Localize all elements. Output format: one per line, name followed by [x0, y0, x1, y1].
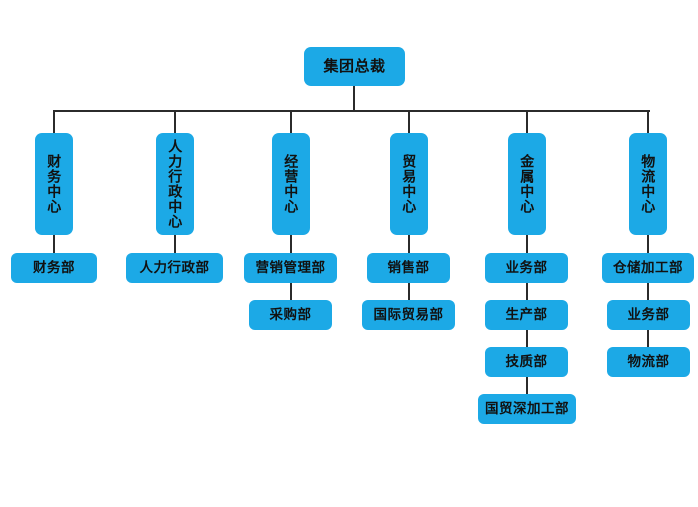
node-label: 财务中心	[46, 154, 63, 214]
node-label: 物流部	[627, 354, 670, 370]
node-label: 财务部	[33, 260, 75, 276]
node-label: 经营中心	[283, 154, 300, 214]
node-label: 人力行政部	[139, 260, 210, 276]
connector-dept-4-0-to-4-1	[526, 283, 528, 301]
connector-bus-to-center-2	[290, 110, 292, 135]
node-label: 人力行政中心	[167, 139, 184, 229]
connector-bus-to-center-0	[53, 110, 55, 135]
node-label: 金属中心	[519, 154, 536, 214]
node-metal-center[interactable]: 金属中心	[508, 133, 546, 235]
node-sales-department[interactable]: 销售部	[367, 253, 450, 283]
node-trade-center[interactable]: 贸易中心	[390, 133, 428, 235]
connector-center-1-to-dept	[174, 232, 176, 254]
node-group-president[interactable]: 集团总裁	[304, 47, 405, 86]
connector-dept-4-2-to-4-3	[526, 377, 528, 395]
connector-dept-4-1-to-4-2	[526, 330, 528, 348]
node-hr-admin-center[interactable]: 人力行政中心	[156, 133, 194, 235]
connector-center-3-to-dept	[408, 232, 410, 254]
node-label: 营销管理部	[255, 260, 326, 276]
node-label: 国贸深加工部	[485, 401, 569, 417]
connector-center-0-to-dept	[53, 232, 55, 254]
node-label: 国际贸易部	[373, 307, 444, 323]
connector-bus-to-center-3	[408, 110, 410, 135]
node-label: 业务部	[505, 260, 548, 276]
connector-bus-to-center-1	[174, 110, 176, 135]
connector-dept-3-0-to-3-1	[408, 283, 410, 301]
connector-bus-to-center-4	[526, 110, 528, 135]
node-finance-center[interactable]: 财务中心	[35, 133, 73, 235]
node-marketing-management-department[interactable]: 营销管理部	[244, 253, 337, 283]
node-label: 生产部	[505, 307, 548, 323]
node-intl-trade-deep-processing-department[interactable]: 国贸深加工部	[478, 394, 576, 424]
node-logistics-department[interactable]: 物流部	[607, 347, 690, 377]
connector-dept-5-1-to-5-2	[647, 330, 649, 348]
node-logistics-business-department[interactable]: 业务部	[607, 300, 690, 330]
node-label: 集团总裁	[323, 57, 386, 75]
node-logistics-center[interactable]: 物流中心	[629, 133, 667, 235]
node-international-trade-department[interactable]: 国际贸易部	[362, 300, 455, 330]
connector-bus-to-center-5	[647, 110, 649, 135]
node-label: 技质部	[505, 354, 548, 370]
node-label: 贸易中心	[401, 154, 418, 214]
connector-root-stem	[353, 85, 355, 111]
node-label: 采购部	[269, 307, 312, 323]
connector-dept-2-0-to-2-1	[290, 283, 292, 301]
node-technical-quality-department[interactable]: 技质部	[485, 347, 568, 377]
node-hr-admin-department[interactable]: 人力行政部	[126, 253, 223, 283]
node-operations-center[interactable]: 经营中心	[272, 133, 310, 235]
connector-horizontal-bus	[53, 110, 650, 112]
node-label: 仓储加工部	[613, 260, 683, 276]
node-label: 销售部	[387, 260, 430, 276]
node-procurement-department[interactable]: 采购部	[249, 300, 332, 330]
node-label: 业务部	[627, 307, 670, 323]
node-metal-business-department[interactable]: 业务部	[485, 253, 568, 283]
connector-center-5-to-dept	[647, 232, 649, 254]
connector-center-4-to-dept	[526, 232, 528, 254]
node-warehouse-processing-department[interactable]: 仓储加工部	[602, 253, 694, 283]
connector-dept-5-0-to-5-1	[647, 283, 649, 301]
node-production-department[interactable]: 生产部	[485, 300, 568, 330]
node-label: 物流中心	[640, 154, 657, 214]
node-finance-department[interactable]: 财务部	[11, 253, 97, 283]
connector-center-2-to-dept	[290, 232, 292, 254]
